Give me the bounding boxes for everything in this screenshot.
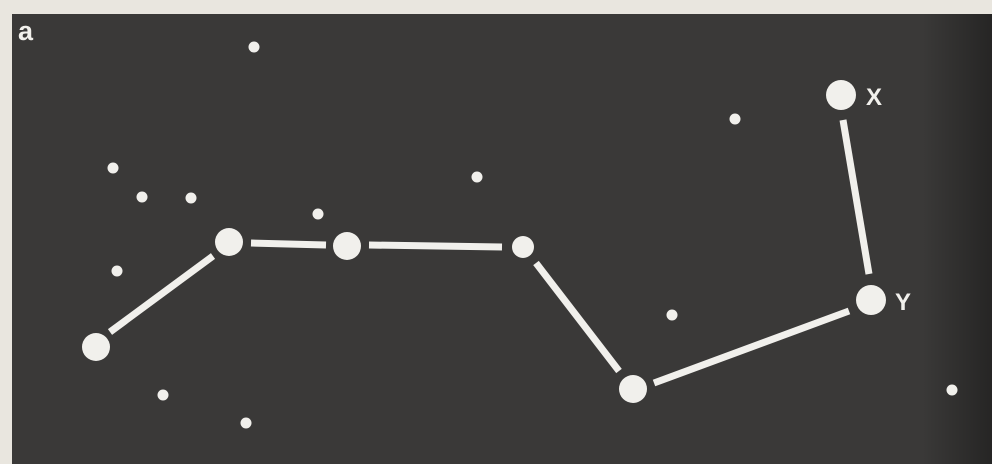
line-3 <box>369 245 502 247</box>
constellation-diagram: X Y <box>12 14 992 464</box>
line-2 <box>251 243 326 245</box>
small-star <box>472 172 483 183</box>
line-4 <box>536 263 619 371</box>
line-5 <box>654 311 849 383</box>
star-2 <box>215 228 243 256</box>
star-label-x: X <box>866 84 882 111</box>
main-stars <box>82 80 886 403</box>
small-star <box>241 418 252 429</box>
star-y <box>856 285 886 315</box>
star-1 <box>82 333 110 361</box>
line-1 <box>110 256 213 332</box>
star-label-y: Y <box>895 289 911 316</box>
panel-label: a <box>18 18 33 45</box>
small-star <box>112 266 123 277</box>
star-4 <box>512 236 534 258</box>
small-star <box>186 193 197 204</box>
line-6 <box>843 120 869 274</box>
star-3 <box>333 232 361 260</box>
star-x <box>826 80 856 110</box>
small-star <box>667 310 678 321</box>
star-5 <box>619 375 647 403</box>
small-star <box>108 163 119 174</box>
small-star <box>158 390 169 401</box>
small-star <box>313 209 324 220</box>
small-star <box>249 42 260 53</box>
diagram-panel: X Y a <box>12 14 992 464</box>
small-star <box>137 192 148 203</box>
small-star <box>947 385 958 396</box>
small-star <box>730 114 741 125</box>
